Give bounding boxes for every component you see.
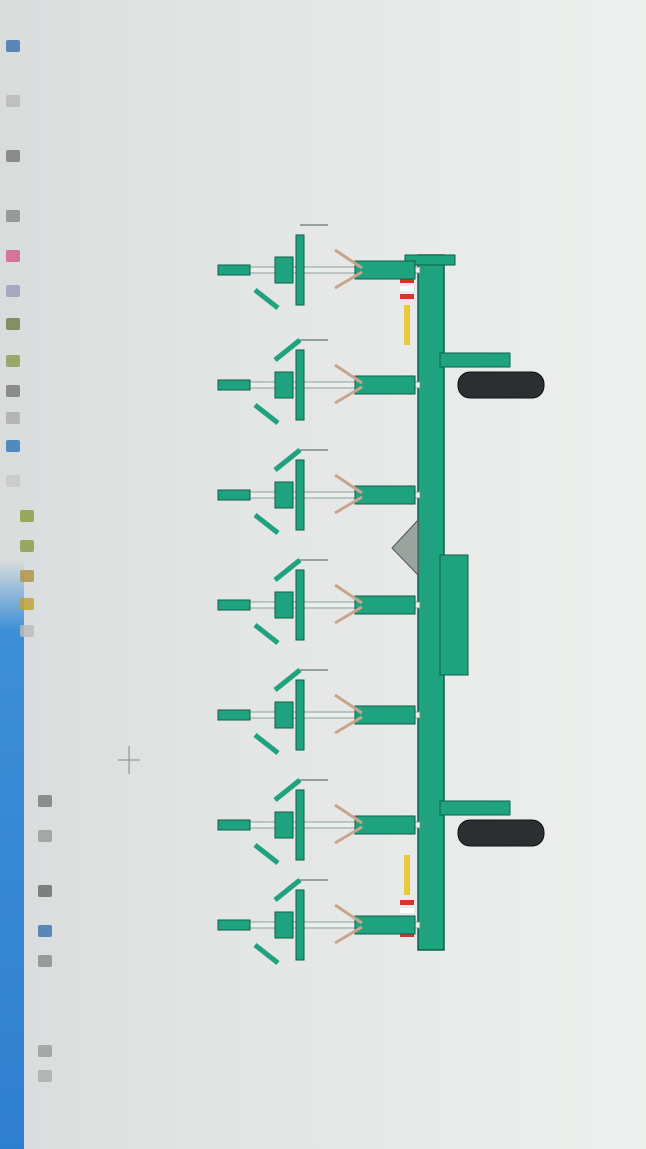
shank-tip xyxy=(217,489,251,501)
sweep-blade xyxy=(253,513,280,535)
shank-clamp xyxy=(274,371,294,399)
tool-icon[interactable] xyxy=(38,795,52,807)
warning-plate-stripe xyxy=(400,900,414,905)
sweep-blade xyxy=(273,778,302,802)
assembly-icon[interactable] xyxy=(6,355,20,367)
shank-tip xyxy=(217,379,251,391)
cad-canvas[interactable] xyxy=(64,0,646,1149)
line-icon[interactable] xyxy=(6,285,20,297)
sweep-blade xyxy=(253,288,280,310)
warning-plate-stripe xyxy=(400,286,414,291)
warning-plate-stripe xyxy=(400,294,414,299)
shank-clamp xyxy=(274,591,294,619)
sweep-blade xyxy=(253,403,280,425)
section-icon[interactable] xyxy=(6,475,20,487)
spring-tine xyxy=(334,715,363,735)
spring-tine xyxy=(334,605,363,625)
vertical-toolbar xyxy=(0,0,64,1149)
shank-mount xyxy=(354,375,416,395)
crosshair-cursor-icon xyxy=(118,746,140,774)
render-icon[interactable] xyxy=(6,440,20,452)
spring-tine xyxy=(334,903,363,925)
zoom-icon[interactable] xyxy=(6,210,20,222)
move-icon[interactable] xyxy=(20,598,34,610)
shank-mount xyxy=(354,705,416,725)
tool-icon[interactable] xyxy=(38,1045,52,1057)
measure-icon[interactable] xyxy=(20,625,34,637)
spring-tine xyxy=(334,583,363,605)
spring-tine xyxy=(334,803,363,825)
shank-tip xyxy=(217,709,251,721)
sweep-post xyxy=(295,459,305,531)
shank-mount xyxy=(354,815,416,835)
warning-plate-stripe xyxy=(400,278,414,283)
sweep-post xyxy=(295,349,305,421)
insert-icon[interactable] xyxy=(20,510,34,522)
spring-tine xyxy=(334,473,363,495)
hydraulic-cylinder xyxy=(404,305,410,345)
pan-icon[interactable] xyxy=(6,150,20,162)
shank-mount xyxy=(354,485,416,505)
sweep-blade xyxy=(253,623,280,645)
tool-icon[interactable] xyxy=(38,830,52,842)
sweep-blade xyxy=(253,733,280,755)
shank-clamp xyxy=(274,701,294,729)
center-marker xyxy=(391,518,419,577)
sweep-post xyxy=(295,789,305,861)
sweep-blade xyxy=(273,878,302,902)
sweep-post xyxy=(295,234,305,306)
shank-tip xyxy=(217,599,251,611)
window-edge xyxy=(0,560,24,1149)
tool-icon[interactable] xyxy=(38,885,52,897)
shank-mount xyxy=(354,595,416,615)
rotate-icon[interactable] xyxy=(6,412,20,424)
shank-tip xyxy=(217,819,251,831)
tool-icon[interactable] xyxy=(38,925,52,937)
tool-icon[interactable] xyxy=(38,1070,52,1082)
spring-tine xyxy=(334,270,363,290)
sweep-post xyxy=(295,569,305,641)
wheel-front-arm xyxy=(439,800,511,816)
shank-clamp xyxy=(274,911,294,939)
spring-tine xyxy=(334,248,363,270)
sweep-blade xyxy=(253,843,280,865)
sweep-blade xyxy=(273,668,302,692)
sweep-post xyxy=(295,889,305,961)
shank-clamp xyxy=(274,481,294,509)
view-icon[interactable] xyxy=(6,385,20,397)
hitch-tower xyxy=(439,554,469,676)
sweep-blade xyxy=(273,558,302,582)
spring-tine xyxy=(334,825,363,845)
select-icon[interactable] xyxy=(6,95,20,107)
palette-icon[interactable] xyxy=(6,250,20,262)
hydraulic-cylinder xyxy=(404,855,410,895)
spring-tine xyxy=(334,925,363,945)
tool-icon[interactable] xyxy=(38,955,52,967)
sweep-blade xyxy=(273,448,302,472)
part-icon[interactable] xyxy=(6,318,20,330)
shank-mount xyxy=(354,260,416,280)
spring-tine xyxy=(334,385,363,405)
insert2-icon[interactable] xyxy=(20,540,34,552)
sweep-post xyxy=(295,679,305,751)
sweep-blade xyxy=(253,943,280,965)
mate-icon[interactable] xyxy=(20,570,34,582)
frame-end-top xyxy=(404,254,456,266)
spring-tine xyxy=(334,363,363,385)
wheel-front xyxy=(457,819,545,847)
spring-tine xyxy=(334,693,363,715)
shank-mount xyxy=(354,915,416,935)
shank-clamp xyxy=(274,256,294,284)
warning-plate-stripe xyxy=(400,908,414,913)
sweep-blade xyxy=(273,338,302,362)
wheel-rear-arm xyxy=(439,352,511,368)
wheel-rear xyxy=(457,371,545,399)
shank-tip xyxy=(217,264,251,276)
shank-tip xyxy=(217,919,251,931)
shank-clamp xyxy=(274,811,294,839)
spring-tine xyxy=(334,495,363,515)
pointer-icon[interactable] xyxy=(6,40,20,52)
